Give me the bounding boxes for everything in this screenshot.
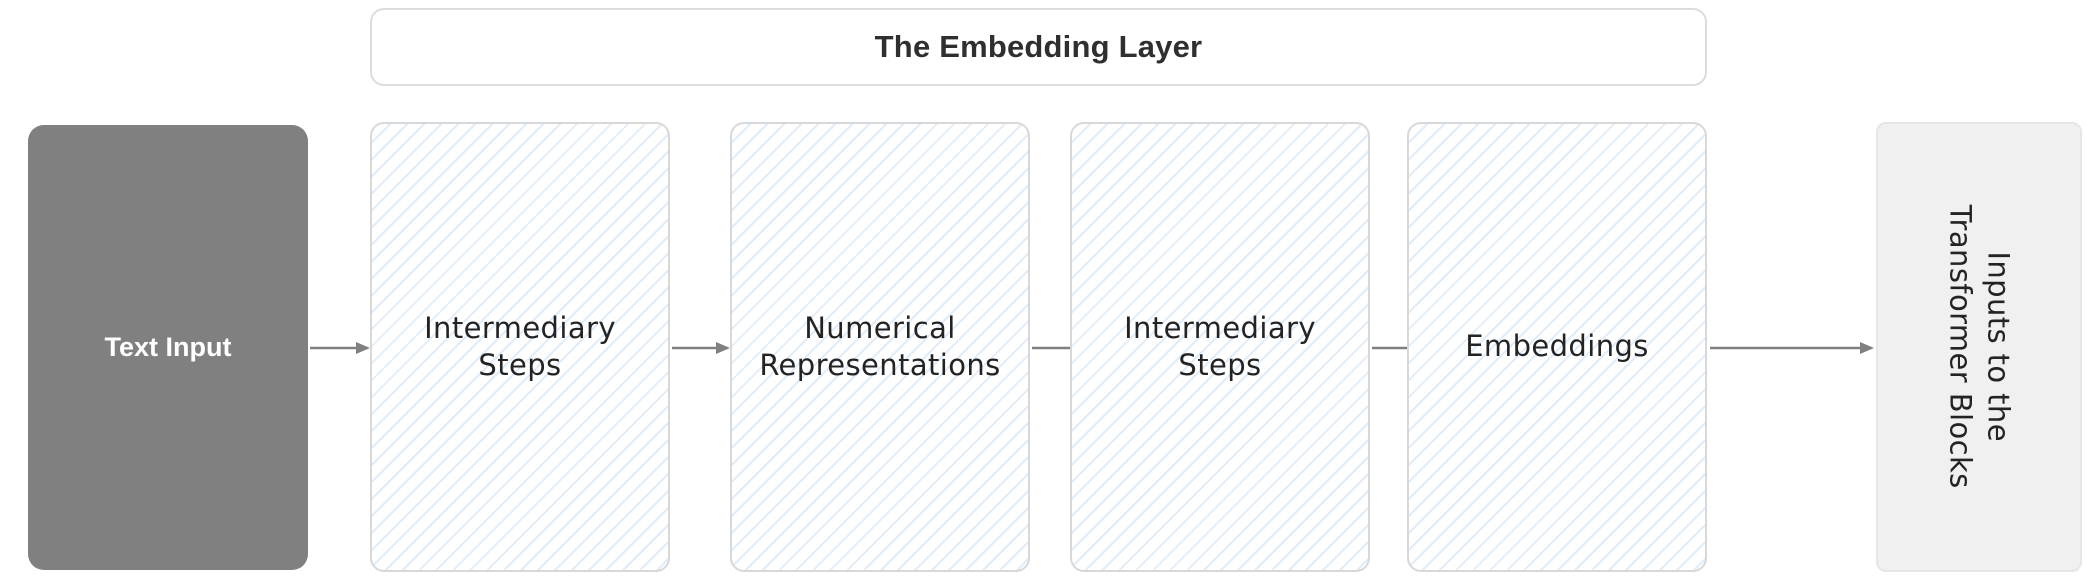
node-text-input[interactable]: Text Input [28, 125, 308, 570]
node-embeddings-label: Embeddings [1465, 329, 1649, 364]
arrow-text-input-to-intermediary-steps-1 [310, 340, 370, 356]
arrow-embeddings-to-inputs-to-transformer [1710, 340, 1874, 356]
node-text-input-label: Text Input [104, 331, 232, 362]
node-embeddings[interactable]: Embeddings [1407, 122, 1707, 572]
page-title: The Embedding Layer [874, 29, 1203, 64]
diagram-title-banner: The Embedding Layer [370, 8, 1707, 86]
arrow-intermediary-steps-1-to-numerical-representations [672, 340, 730, 356]
